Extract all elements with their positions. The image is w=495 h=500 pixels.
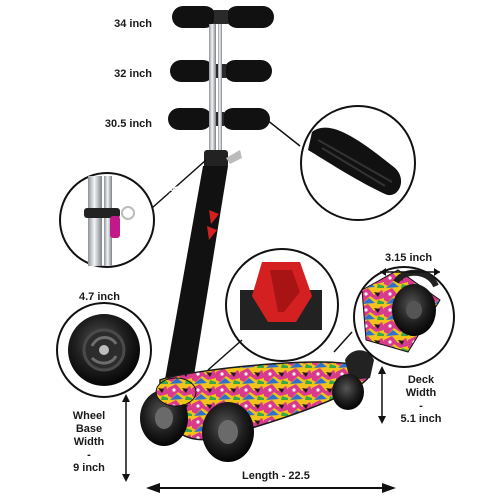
wheel-width-label: 3.15 inch (385, 252, 433, 264)
wheel-diameter-label: 4.7 inch (79, 291, 120, 303)
height-mid-label: 32 inch (114, 68, 152, 80)
deck-width-label: Deck Width - 5.1 inch (400, 374, 442, 425)
detail-bracket-circle (225, 248, 339, 362)
rear-brake (345, 350, 374, 380)
rear-wheel (332, 374, 364, 410)
wheelbase-width-label: Wheel Base Width - 9 inch (72, 410, 106, 474)
detail-front-wheel-circle (56, 302, 152, 398)
chrome-stem (209, 24, 216, 174)
detail-grip-circle (300, 105, 416, 221)
height-low-label: 30.5 inch (104, 118, 152, 130)
handlebar-34 (172, 6, 274, 28)
detail-clamp-circle (59, 172, 155, 268)
detail-rear-wheel-circle (353, 266, 455, 368)
length-label: Length - 22.5 (242, 470, 310, 482)
height-clamp (204, 150, 228, 168)
height-top-label: 34 inch (114, 18, 152, 30)
